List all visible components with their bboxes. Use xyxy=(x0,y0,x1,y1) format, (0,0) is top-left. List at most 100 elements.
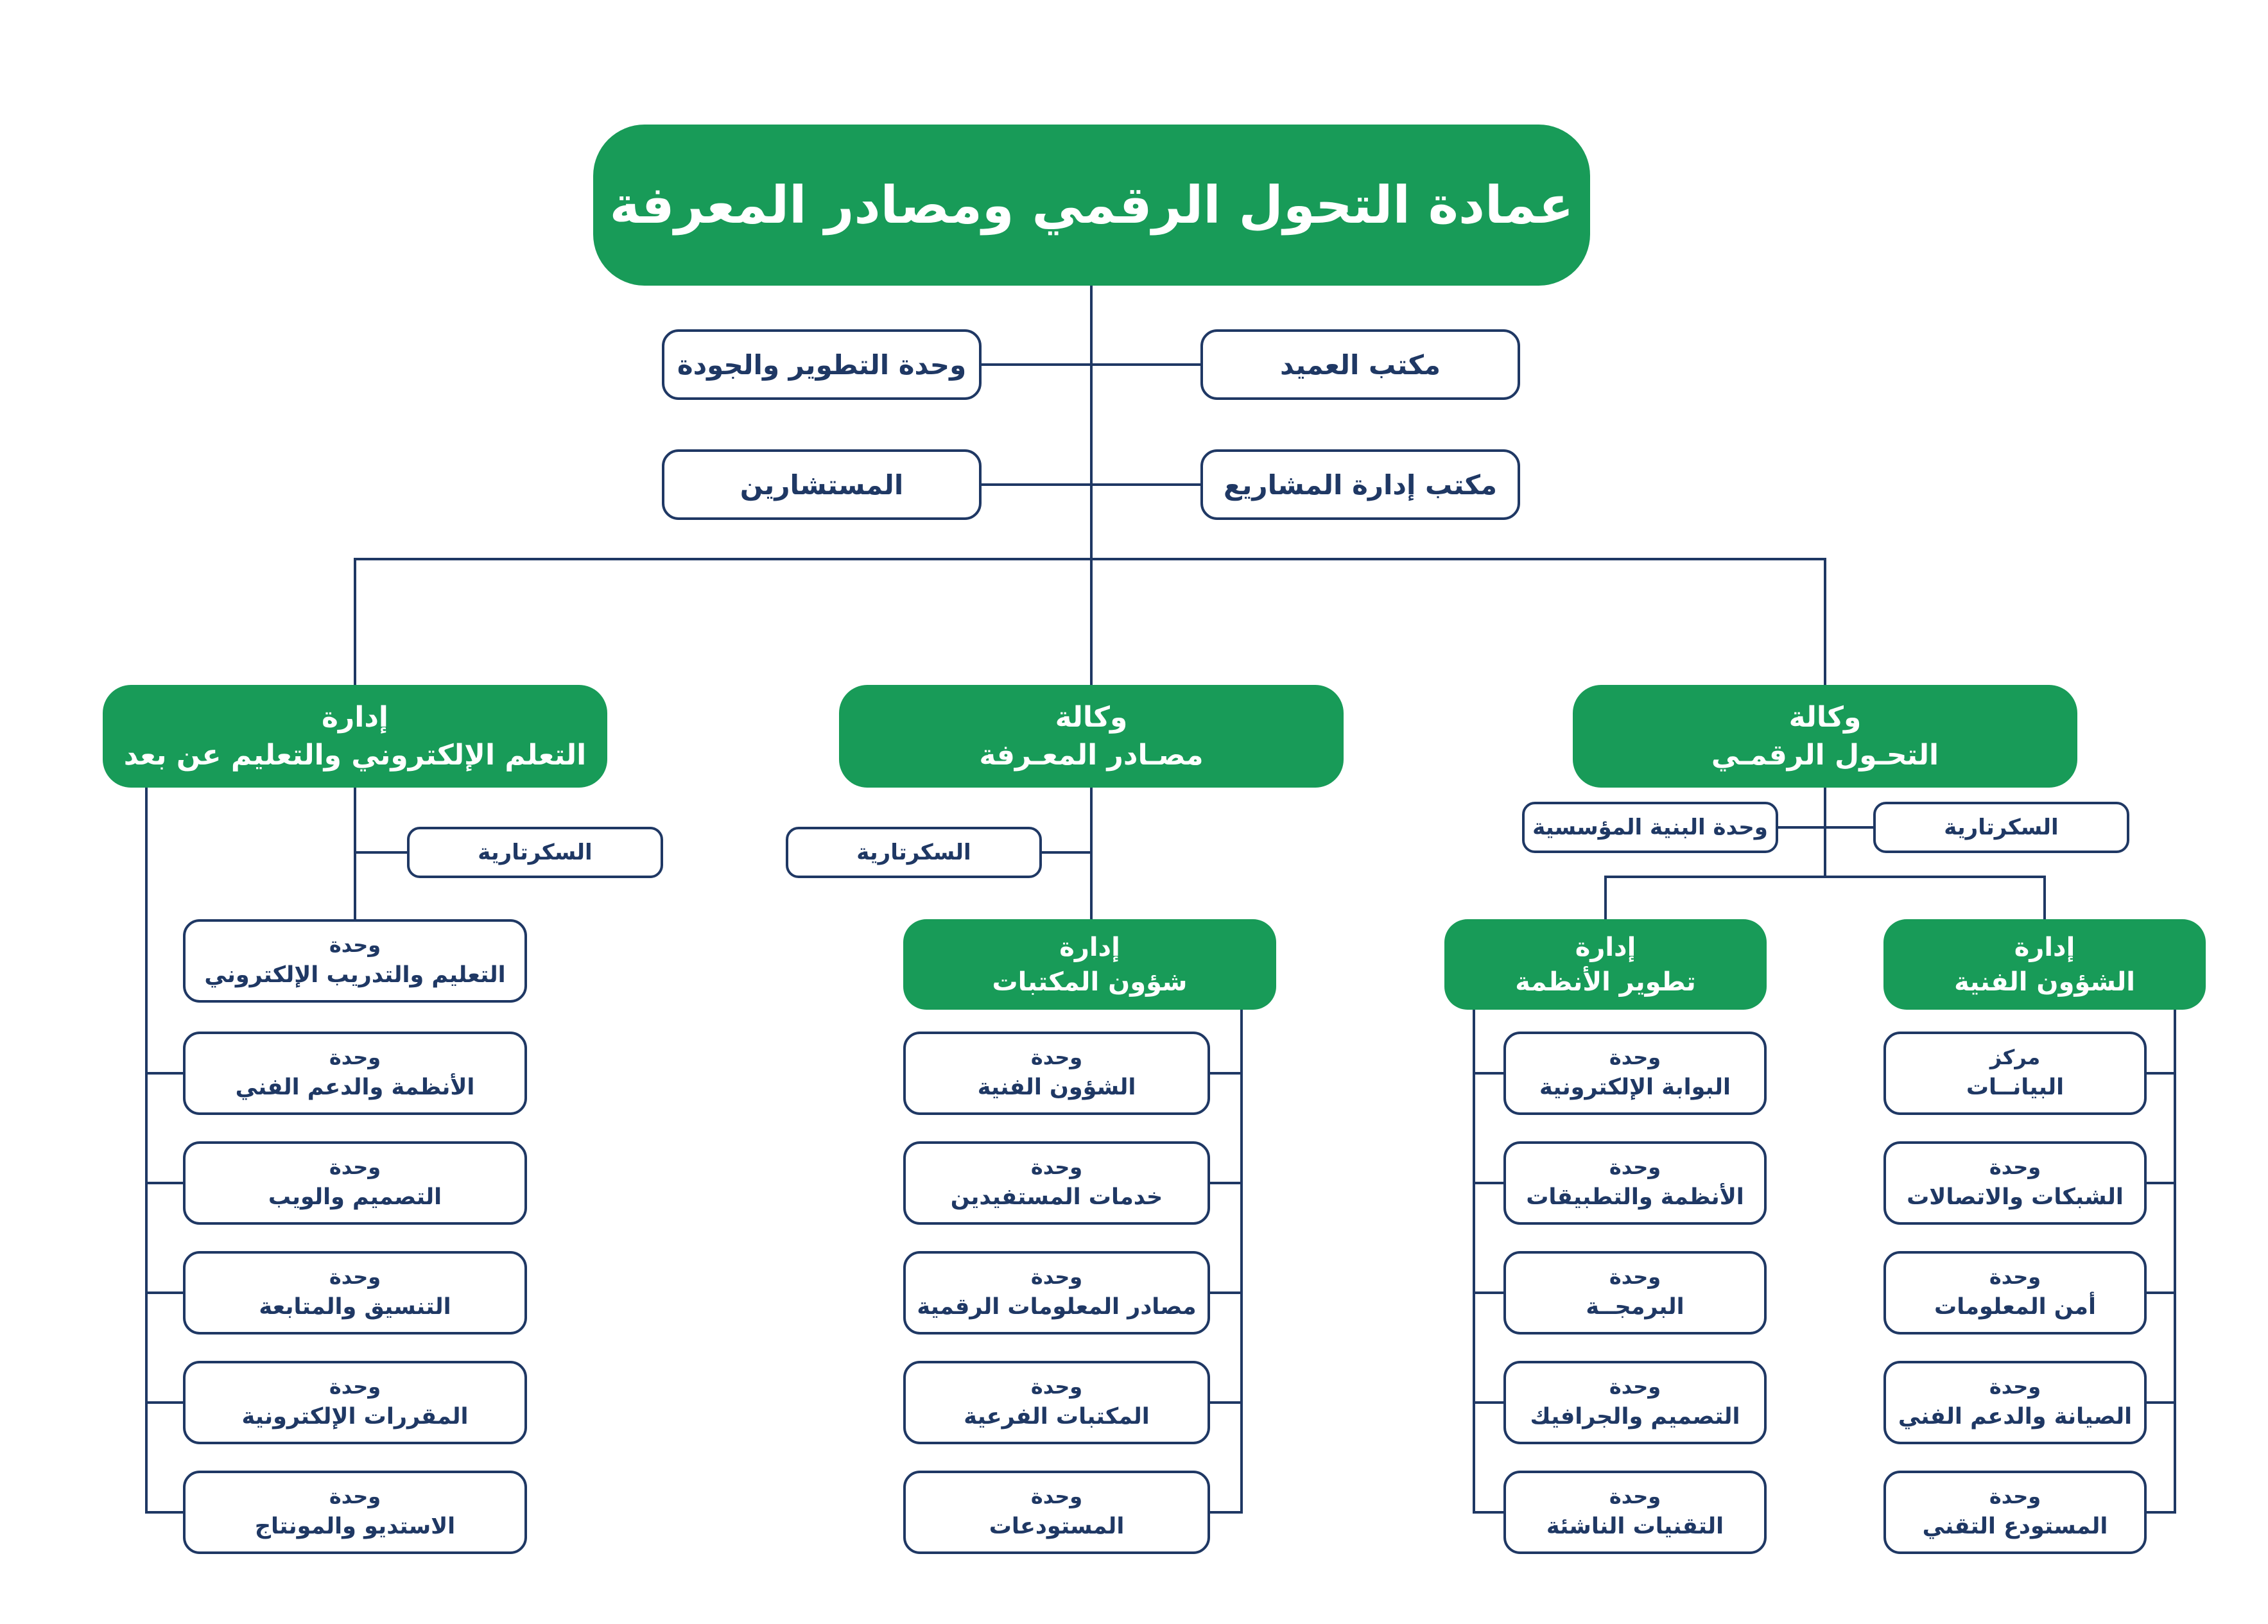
connector-line xyxy=(2145,1072,2176,1075)
connector-line xyxy=(1240,1010,1243,1514)
unit-label-line2: التصميم والويب xyxy=(268,1184,442,1210)
unit-label-line1: وحدة xyxy=(1609,1265,1661,1290)
connector-line xyxy=(1824,788,1826,878)
branch-node-digital-transformation: وكالة التحـول الرقمـي xyxy=(1573,685,2077,788)
unit-label-line1: وحدة xyxy=(1989,1155,2041,1180)
unit-node: وحدة المستودعات xyxy=(903,1471,1210,1554)
connector-line xyxy=(2145,1401,2176,1404)
node-label: وحدة التطوير والجودة xyxy=(677,349,967,381)
unit-label-line1: وحدة xyxy=(329,1155,381,1180)
node-label-line1: إدارة xyxy=(321,700,389,734)
unit-label-line1: وحدة xyxy=(1609,1484,1661,1509)
unit-label-line1: وحدة xyxy=(329,1484,381,1509)
connector-line xyxy=(1473,1291,1505,1294)
connector-line xyxy=(1473,1010,1475,1514)
node-label: السكرتارية xyxy=(1944,815,2059,840)
unit-label-line1: وحدة xyxy=(1030,1155,1083,1180)
unit-label-line1: وحدة xyxy=(1609,1155,1661,1180)
unit-label-line2: التنسيق والمتابعة xyxy=(259,1293,451,1320)
connector-line xyxy=(1473,1511,1505,1514)
unit-node: وحدة الصيانة والدعم الفني xyxy=(1883,1361,2147,1444)
unit-label-line1: وحدة xyxy=(329,1045,381,1070)
connector-line xyxy=(2043,876,2046,919)
unit-node: وحدة الشبكات والاتصالات xyxy=(1883,1141,2147,1225)
node-label: المستشارين xyxy=(740,469,904,501)
unit-node: وحدة البرمجــة xyxy=(1503,1251,1767,1335)
node-label-line2: التعلم الإلكتروني والتعليم عن بعد xyxy=(123,739,587,772)
unit-label-line2: التصميم والجرافيك xyxy=(1530,1403,1740,1430)
unit-node: وحدة التعليم والتدريب الإلكتروني xyxy=(183,919,527,1003)
unit-label-line1: وحدة xyxy=(329,1265,381,1290)
unit-label-line1: وحدة xyxy=(1030,1265,1083,1290)
branch-node-knowledge-resources: وكالة مصـادر المعـرفة xyxy=(839,685,1344,788)
connector-line xyxy=(354,558,1826,560)
office-node-consultants: المستشارين xyxy=(662,449,982,520)
unit-label-line2: الشبكات والاتصالات xyxy=(1907,1184,2124,1210)
connector-line xyxy=(1038,851,1090,854)
unit-label-line2: المقررات الإلكترونية xyxy=(241,1403,469,1430)
root-node-label: عمادة التحول الرقمي ومصادر المعرفة xyxy=(609,175,1574,235)
unit-label-line2: الأنظمة والتطبيقات xyxy=(1526,1184,1744,1210)
unit-label-line1: وحدة xyxy=(329,1374,381,1399)
node-label-line2: مصـادر المعـرفة xyxy=(979,739,1204,772)
unit-label-line2: أمن المعلومات xyxy=(1934,1293,2096,1320)
office-node-dean: مكتب العميد xyxy=(1200,329,1520,400)
connector-line xyxy=(145,788,148,1514)
unit-label-line1: وحدة xyxy=(1030,1045,1083,1070)
node-label-line2: شؤون المكتبات xyxy=(992,967,1188,997)
unit-label-line2: المستودع التقني xyxy=(1922,1513,2108,1539)
connector-line xyxy=(982,483,1203,486)
unit-label-line2: المستودعات xyxy=(989,1513,1125,1539)
unit-label-line2: البوابة الإلكترونية xyxy=(1539,1074,1731,1100)
connector-line xyxy=(1209,1511,1240,1514)
node-label: السكرتارية xyxy=(478,840,593,865)
unit-node: وحدة الشؤون الفنية xyxy=(903,1032,1210,1115)
unit-node: وحدة الأنظمة والتطبيقات xyxy=(1503,1141,1767,1225)
connector-line xyxy=(2174,1010,2176,1514)
unit-label-line2: المكتبات الفرعية xyxy=(964,1403,1150,1430)
connector-line xyxy=(2145,1291,2176,1294)
dept-node-technical-affairs: إدارة الشؤون الفنية xyxy=(1883,919,2206,1010)
office-node-development-quality: وحدة التطوير والجودة xyxy=(662,329,982,400)
unit-label-line2: خدمات المستفيدين xyxy=(950,1184,1163,1210)
unit-node: وحدة أمن المعلومات xyxy=(1883,1251,2147,1335)
node-label: وحدة البنية المؤسسية xyxy=(1532,815,1768,840)
secretariat-node-knowledge: السكرتارية xyxy=(786,827,1042,878)
node-label-line1: إدارة xyxy=(1575,932,1636,962)
unit-node: وحدة التصميم والويب xyxy=(183,1141,527,1225)
unit-node: وحدة التنسيق والمتابعة xyxy=(183,1251,527,1335)
connector-line xyxy=(1209,1182,1240,1184)
node-label: مكتب العميد xyxy=(1279,349,1441,381)
connector-line xyxy=(1777,826,1873,829)
connector-line xyxy=(354,558,356,685)
connector-line xyxy=(1473,1401,1505,1404)
unit-node: وحدة المقررات الإلكترونية xyxy=(183,1361,527,1444)
dept-node-library-affairs: إدارة شؤون المكتبات xyxy=(903,919,1276,1010)
unit-label-line1: وحدة xyxy=(1609,1045,1661,1070)
node-label-line2: الشؤون الفنية xyxy=(1954,967,2135,997)
node-label: مكتب إدارة المشاريع xyxy=(1223,469,1498,501)
unit-label-line1: وحدة xyxy=(1989,1374,2041,1399)
unit-label-line1: وحدة xyxy=(1030,1484,1083,1509)
connector-line xyxy=(145,1511,184,1514)
unit-label-line1: وحدة xyxy=(329,933,381,958)
unit-node: وحدة المستودع التقني xyxy=(1883,1471,2147,1554)
connector-line xyxy=(145,1401,184,1404)
unit-label-line1: مركز xyxy=(1989,1045,2041,1070)
connector-line xyxy=(1090,788,1093,919)
unit-label-line2: الاستديو والمونتاج xyxy=(254,1513,456,1539)
unit-label-line2: الشؤون الفنية xyxy=(977,1074,1136,1100)
connector-line xyxy=(1604,876,2046,878)
unit-node: وحدة التقنيات الناشئة xyxy=(1503,1471,1767,1554)
unit-label-line1: وحدة xyxy=(1989,1484,2041,1509)
secretariat-node-digital: السكرتارية xyxy=(1873,802,2129,853)
dept-node-systems-development: إدارة تطوير الأنظمة xyxy=(1444,919,1767,1010)
unit-label-line2: البرمجــة xyxy=(1586,1293,1684,1320)
connector-line xyxy=(1473,1072,1505,1075)
connector-line xyxy=(1209,1072,1240,1075)
node-label-line1: إدارة xyxy=(2014,932,2075,962)
connector-line xyxy=(355,851,410,854)
node-label-line1: وكالة xyxy=(1788,700,1862,734)
node-label-line2: تطوير الأنظمة xyxy=(1515,967,1696,997)
